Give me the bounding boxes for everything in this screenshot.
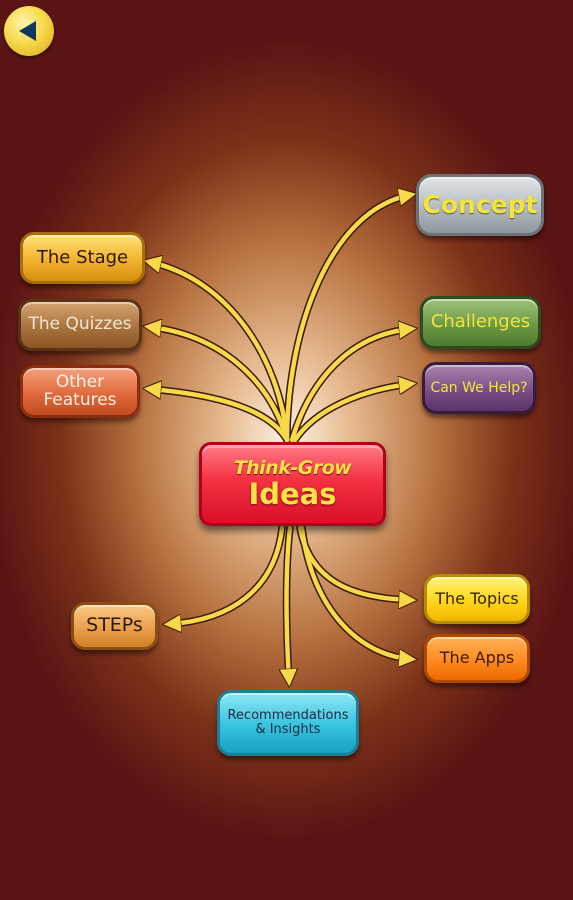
- back-button[interactable]: [4, 6, 54, 56]
- center-title-line2: Ideas: [248, 477, 337, 511]
- node-the-topics[interactable]: The Topics: [424, 574, 530, 624]
- center-title-line1: Think-Grow: [233, 457, 352, 479]
- node-recommendations[interactable]: Recommendations & Insights: [217, 690, 359, 756]
- node-steps-label: STEPs: [86, 614, 143, 637]
- back-arrow-icon: [19, 21, 36, 41]
- node-steps[interactable]: STEPs: [71, 602, 158, 650]
- node-the-topics-label: The Topics: [435, 588, 519, 608]
- node-concept-label: Concept: [422, 189, 538, 219]
- arrow-to-the-apps: [299, 525, 410, 659]
- arrow-to-recommendations: [287, 525, 291, 680]
- arrow-to-challenges: [289, 329, 410, 443]
- node-the-apps[interactable]: The Apps: [424, 634, 530, 683]
- node-the-stage-label: The Stage: [36, 246, 129, 268]
- node-the-quizzes[interactable]: The Quizzes: [18, 299, 142, 351]
- node-challenges-label: Challenges: [430, 311, 531, 333]
- node-recommendations-label: Recommendations & Insights: [227, 708, 349, 737]
- arrow-to-steps: [170, 525, 285, 624]
- arrow-to-the-stage: [150, 262, 290, 443]
- node-the-stage[interactable]: The Stage: [20, 232, 145, 284]
- node-can-we-help[interactable]: Can We Help?: [422, 362, 536, 414]
- node-the-apps-label: The Apps: [439, 648, 515, 668]
- center-node-think-grow-ideas[interactable]: Think-Grow Ideas: [199, 442, 386, 526]
- arrow-to-concept: [284, 195, 410, 443]
- arrow-to-can-we-help: [292, 384, 410, 443]
- node-can-we-help-label: Can We Help?: [430, 379, 528, 396]
- node-the-quizzes-label: The Quizzes: [28, 314, 132, 335]
- arrow-to-the-quizzes: [150, 327, 290, 443]
- node-other-features[interactable]: Other Features: [20, 365, 140, 418]
- node-challenges[interactable]: Challenges: [420, 296, 541, 349]
- node-other-features-label: Other Features: [43, 371, 117, 410]
- arrow-to-other-features: [150, 389, 290, 443]
- node-concept[interactable]: Concept: [416, 174, 544, 236]
